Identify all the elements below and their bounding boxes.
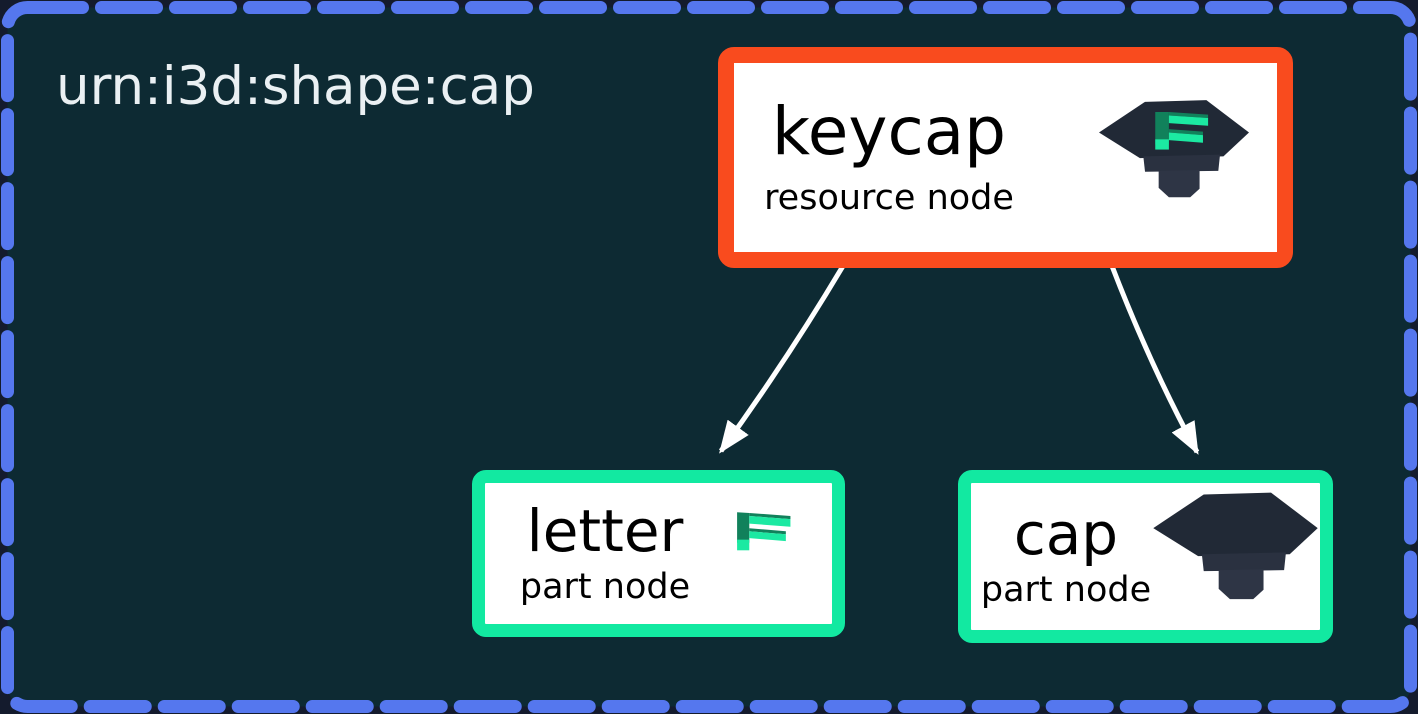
node-keycap-type: resource node [764,178,1014,218]
edge-keycap-to-letter [718,264,846,454]
node-keycap: keycap resource node [718,47,1293,268]
keycap-3d-icon [1099,100,1249,198]
node-keycap-label: keycap [771,93,1007,170]
letter-f-3d-icon [737,512,791,551]
node-letter: letter part node [472,470,845,637]
node-cap: cap part node [958,470,1333,643]
cap-3d-icon [1153,492,1318,600]
diagram-title: urn:i3d:shape:cap [56,56,535,117]
node-cap-label: cap [1013,500,1119,568]
node-letter-type: part node [519,567,691,607]
edge-keycap-to-cap [1109,265,1200,455]
node-letter-label: letter [526,497,684,565]
node-cap-type: part node [980,570,1152,610]
